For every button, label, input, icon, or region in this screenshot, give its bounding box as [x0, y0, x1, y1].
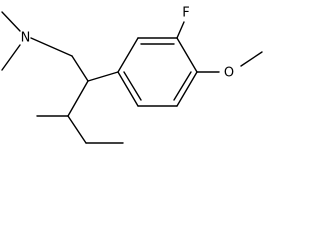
ring-bond-4 — [176, 71, 198, 107]
ring-double-bond-inner-2 — [173, 71, 192, 101]
oxygen-label: O — [224, 66, 234, 81]
bond-sec-carbon-ch2 — [67, 115, 87, 144]
bond-ch-sec-carbon — [67, 80, 89, 117]
bond-n-methyl-upper — [1, 11, 21, 32]
nitrogen-label: N — [21, 31, 31, 46]
ring-bond-3 — [176, 37, 198, 73]
molecule-structure: N F O — [1, 6, 263, 144]
benzene-ring — [117, 37, 198, 107]
amine-bonds — [1, 11, 73, 71]
bond-n-ch2 — [30, 37, 73, 57]
ring-bond-6 — [117, 71, 139, 107]
substituent-bonds — [176, 21, 263, 73]
bond-ch-aryl — [87, 71, 119, 82]
chain-bonds — [36, 55, 124, 144]
bond-oxygen-methyl — [240, 51, 263, 67]
bond-ch2-ch — [71, 55, 89, 82]
ring-double-bond-inner-3 — [123, 71, 142, 101]
fluorine-label: F — [182, 6, 189, 21]
bond-ring-fluorine — [176, 21, 185, 39]
ring-bond-1 — [117, 37, 139, 73]
bond-n-methyl-lower — [1, 44, 21, 71]
